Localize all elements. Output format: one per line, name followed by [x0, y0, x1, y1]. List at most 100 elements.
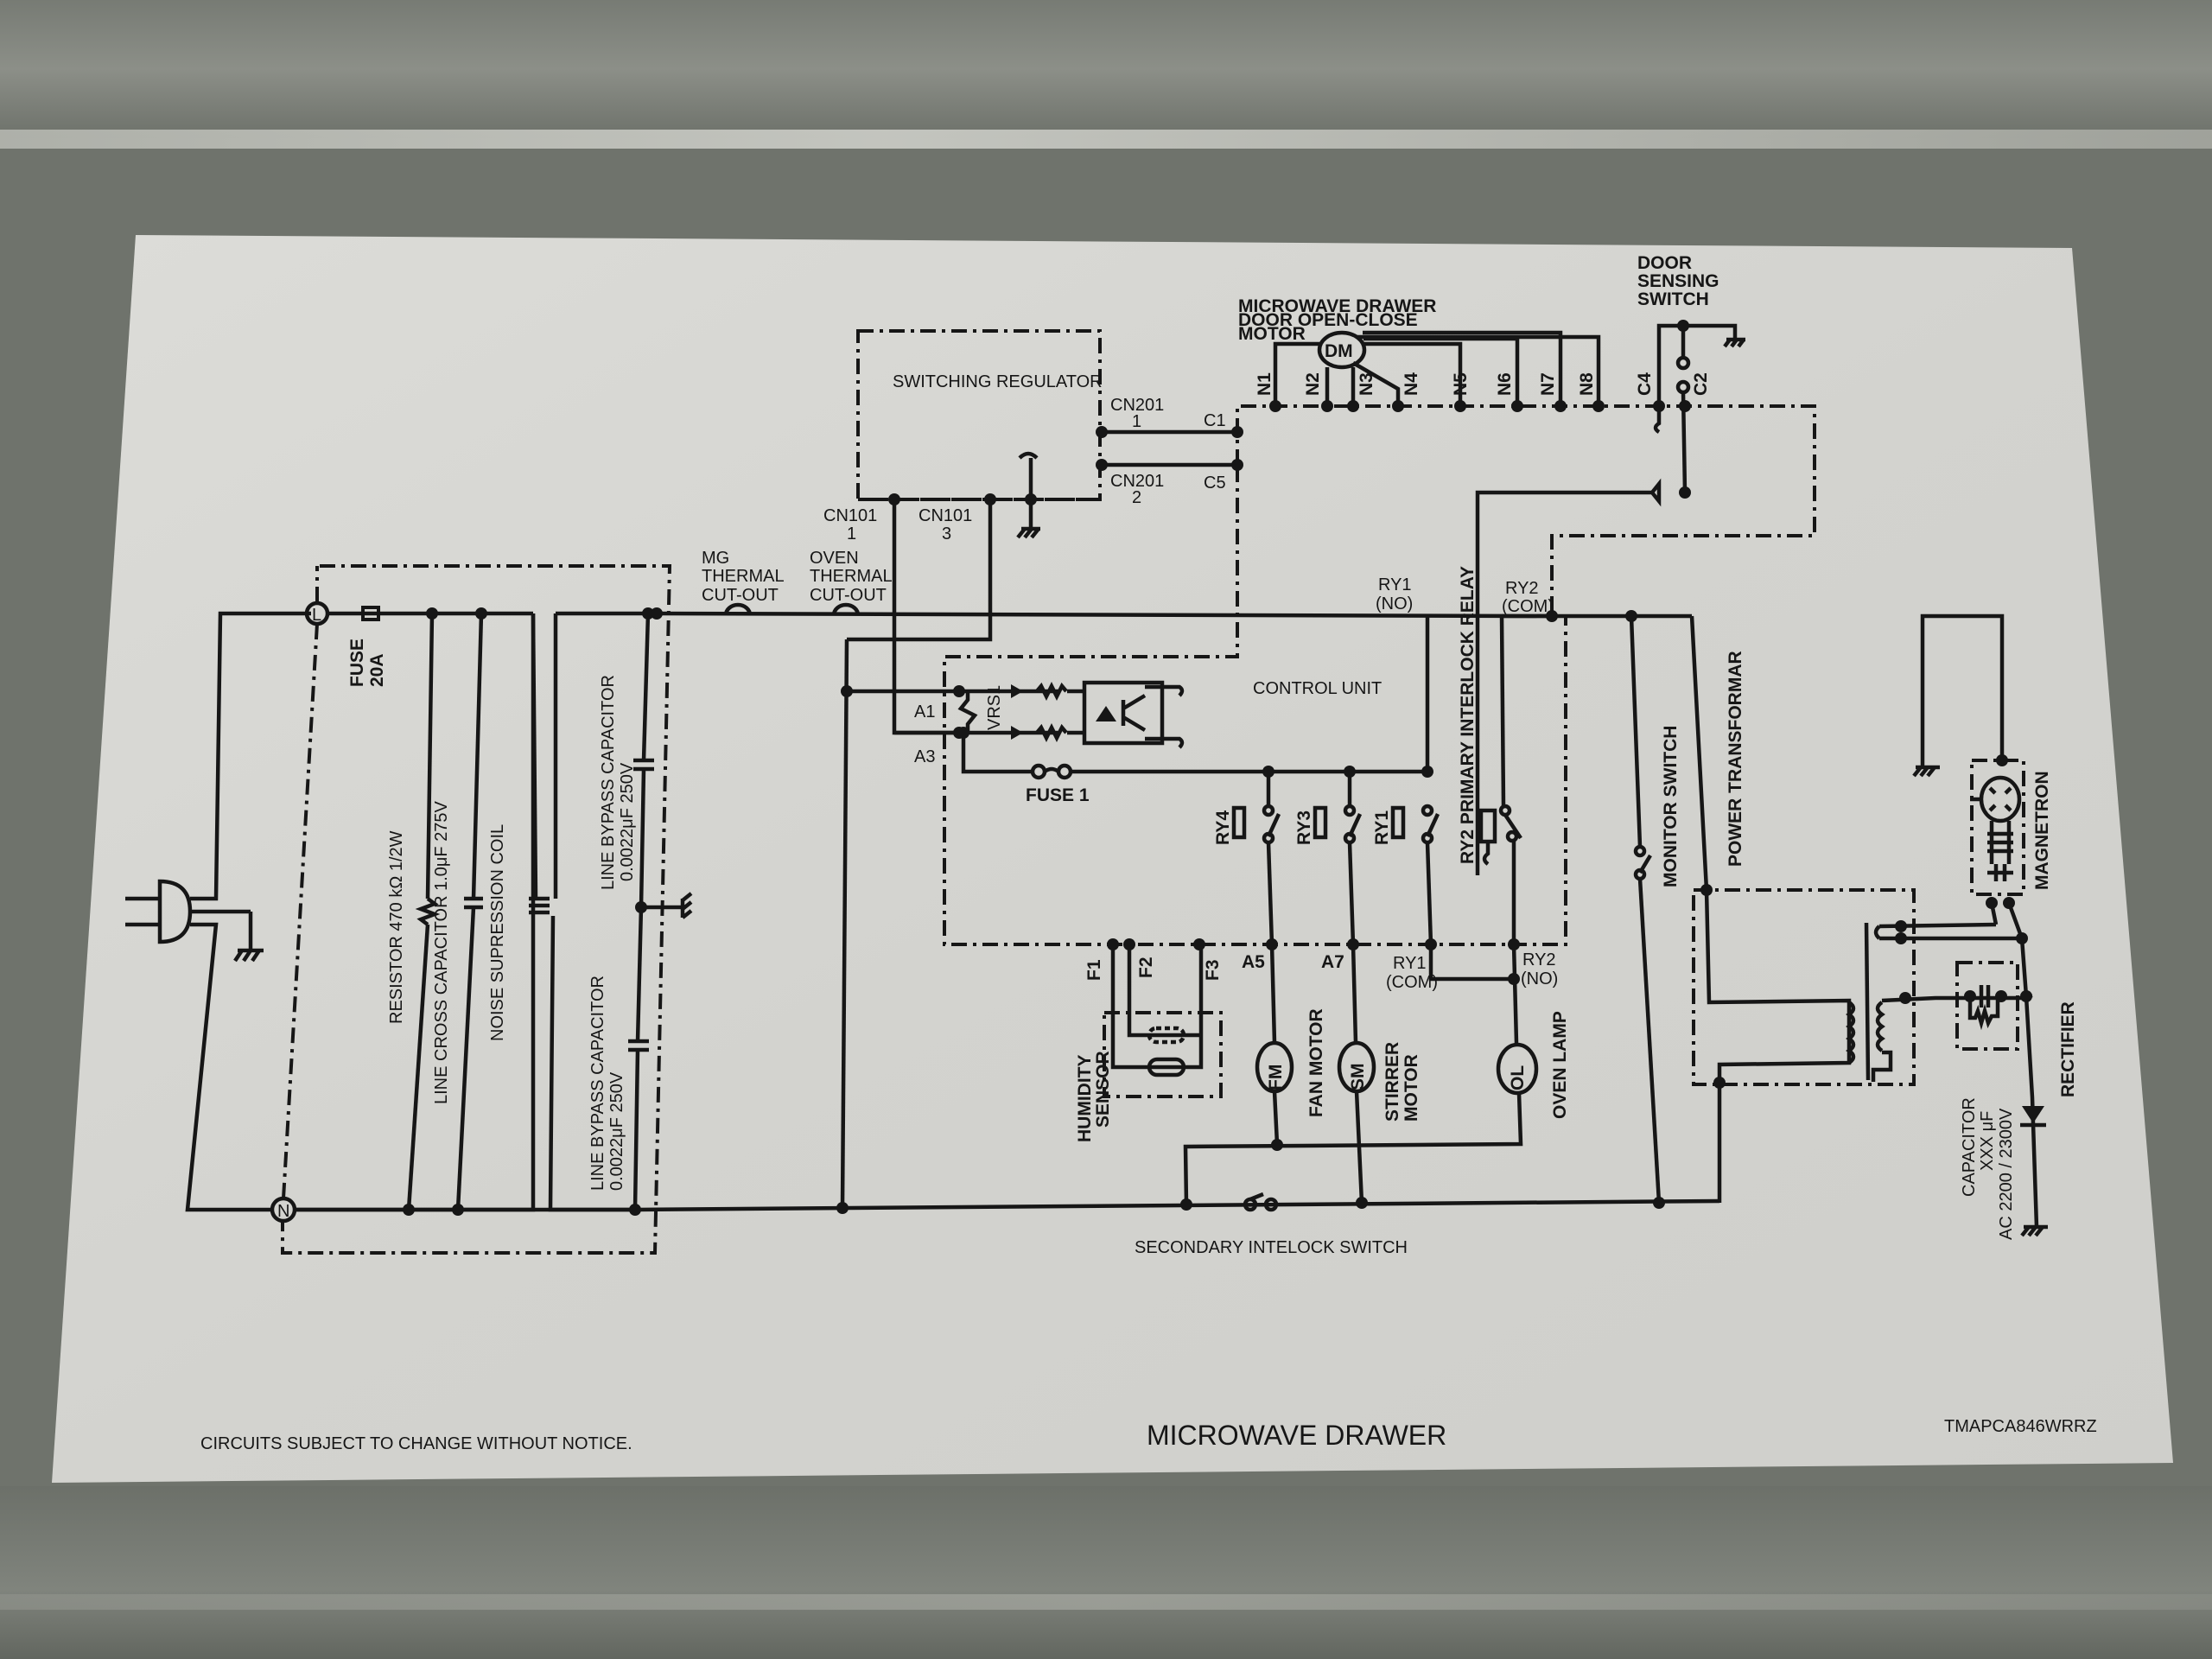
stirrer-motor-symbol-label: SM — [1348, 1064, 1368, 1091]
ry1-label: RY1 — [1372, 810, 1392, 845]
pin-f1: F1 — [1084, 959, 1104, 981]
mg-cutout-label-2: THERMAL — [702, 567, 785, 586]
door-sensing-label-1: DOOR — [1637, 253, 1692, 273]
cn201-1-label: CN201 — [1110, 396, 1164, 415]
thermal-cutouts: MG THERMAL CUT-OUT OVEN THERMAL CUT-OUT — [636, 549, 1720, 1214]
bypass-capacitor-1-name: LINE BYPASS CAPACITOR — [599, 675, 618, 890]
oven-cutout-label-3: CUT-OUT — [810, 586, 887, 605]
main-fuse — [361, 606, 380, 621]
ry1-com-label-1: RY1 — [1393, 954, 1427, 973]
cn101-3-pin: 3 — [942, 524, 951, 543]
label-sheet — [52, 235, 2173, 1483]
ground-icon — [1723, 337, 1745, 348]
model-number: TMAPCA846WRRZ — [1944, 1417, 2097, 1436]
transformer-box — [1692, 888, 1916, 1086]
hv-capacitor-label-1: CAPACITOR — [1960, 1097, 1979, 1197]
bleeder-resistor — [1967, 995, 2000, 1031]
bypass-capacitor-1-value: 0.0022μF 250V — [618, 762, 637, 881]
door-motor-symbol-label: DM — [1325, 341, 1353, 361]
pin-n3: N3 — [1357, 372, 1376, 396]
ry1-no-label-2: (NO) — [1376, 594, 1413, 613]
secondary-interlock-label: SECONDARY INTELOCK SWITCH — [1135, 1238, 1408, 1257]
diode-icon — [1011, 684, 1023, 740]
humidity-sensor-label-2: SENSOR — [1093, 1051, 1113, 1128]
vrs1-label: VRS1 — [985, 685, 1004, 730]
ry2-no-label-1: RY2 — [1522, 950, 1556, 969]
door-motor-symbol — [1317, 330, 1367, 370]
loads-section: HUMIDITY SENSOR FM FAN MOTOR SM STIRRER … — [1075, 944, 1570, 1257]
cn101-3-label: CN101 — [918, 506, 972, 525]
door-sensing-label-3: SWITCH — [1637, 289, 1709, 309]
pin-c2: C2 — [1691, 372, 1711, 396]
control-unit: CONTROL UNIT A1 A3 VRS1 FUSE 1 RY1 (NO — [841, 575, 1558, 992]
a3-label: A3 — [914, 747, 935, 766]
a1-label: A1 — [914, 702, 935, 721]
footer: CIRCUITS SUBJECT TO CHANGE WITHOUT NOTIC… — [200, 1417, 2097, 1453]
fuse-rating: 20A — [367, 653, 387, 687]
door-motor-label-3: MOTOR — [1238, 324, 1306, 344]
pin-n7: N7 — [1538, 372, 1558, 396]
power-transformer-label: POWER TRANSFORMAR — [1726, 651, 1745, 867]
noise-coil-label: NOISE SUPRESSION COIL — [488, 824, 507, 1041]
background-reflection — [0, 130, 2212, 149]
photo-diode-icon — [1635, 478, 1662, 507]
ry4-label: RY4 — [1213, 810, 1233, 845]
line-cross-capacitor-label: LINE CROSS CAPACITOR 1.0μF 275V — [432, 800, 451, 1104]
notice-text: CIRCUITS SUBJECT TO CHANGE WITHOUT NOTIC… — [200, 1434, 632, 1453]
document-title: MICROWAVE DRAWER — [1147, 1420, 1446, 1451]
pin-f2: F2 — [1136, 957, 1156, 978]
rectifier-label: RECTIFIER — [2058, 1001, 2078, 1097]
resistor-label: RESISTOR 470 kΩ 1/2W — [387, 830, 406, 1024]
door-sensing-switch: DOOR SENSING SWITCH C4 C2 — [1475, 253, 1745, 875]
oven-cutout-label-2: THERMAL — [810, 567, 893, 586]
ry1-no-label-1: RY1 — [1378, 575, 1412, 594]
door-motor-label-2: DOOR OPEN-CLOSE — [1238, 310, 1418, 330]
pin-f3: F3 — [1203, 959, 1223, 981]
pin-n4: N4 — [1402, 372, 1421, 396]
ry2-no-label-2: (NO) — [1521, 969, 1558, 988]
ry2-com-label-2: (COM) — [1502, 597, 1554, 616]
optocoupler — [1082, 680, 1165, 746]
ry3-label: RY3 — [1294, 810, 1314, 845]
door-sensing-label-2: SENSING — [1637, 271, 1719, 291]
pin-n8: N8 — [1577, 372, 1597, 396]
resistor-symbol — [1035, 681, 1068, 743]
cn201-2-label: CN201 — [1110, 472, 1164, 491]
fuse-label: FUSE — [347, 639, 367, 687]
fuse-1-label: FUSE 1 — [1026, 785, 1090, 805]
ground-icon — [1912, 765, 1940, 778]
high-voltage-section: RY2 (COM) RY2 PRIMARY INTERLOCK RELAY MO… — [1458, 566, 2078, 1240]
door-motor-section: MICROWAVE DRAWER DOOR OPEN-CLOSE MOTOR D… — [943, 296, 1816, 946]
humidity-sensor-label-1: HUMIDITY — [1075, 1055, 1095, 1143]
c5-label: C5 — [1204, 474, 1226, 493]
humidity-sensor-box — [1103, 1011, 1223, 1098]
control-unit-label: CONTROL UNIT — [1253, 679, 1382, 698]
noise-coil-symbol — [529, 896, 550, 915]
relay-ry3: RY3 — [1294, 772, 1363, 945]
pin-a7: A7 — [1321, 952, 1344, 972]
resistor-symbol — [415, 897, 441, 926]
oven-thermal-cutout-symbol — [831, 602, 861, 616]
ground-icon — [2020, 1224, 2048, 1237]
ry1-com-label-2: (COM) — [1386, 973, 1438, 992]
oven-lamp-symbol — [1496, 1042, 1539, 1096]
magnetron-symbol — [1979, 775, 2022, 823]
oven-cutout-label-1: OVEN — [810, 549, 859, 568]
relay-ry4: RY4 — [1213, 772, 1281, 945]
plug-icon — [125, 879, 264, 963]
pin-n1: N1 — [1255, 372, 1274, 396]
background-reflection-bottom — [0, 1594, 2212, 1610]
magnetron-box — [1970, 759, 2025, 896]
line-terminal-label: L — [312, 606, 321, 625]
background-panel-top — [0, 0, 2212, 138]
hv-capacitor-label-2: XXX μF — [1978, 1111, 1997, 1171]
mg-thermal-cutout-symbol — [723, 602, 753, 616]
pin-a5: A5 — [1242, 952, 1265, 972]
fan-motor-label: FAN MOTOR — [1306, 1008, 1326, 1117]
secondary-winding — [1875, 1001, 1885, 1052]
pin-c4: C4 — [1635, 372, 1655, 396]
pin-n5: N5 — [1451, 372, 1471, 396]
door-motor-label-1: MICROWAVE DRAWER — [1238, 296, 1436, 316]
cn101-1-pin: 1 — [847, 524, 856, 543]
